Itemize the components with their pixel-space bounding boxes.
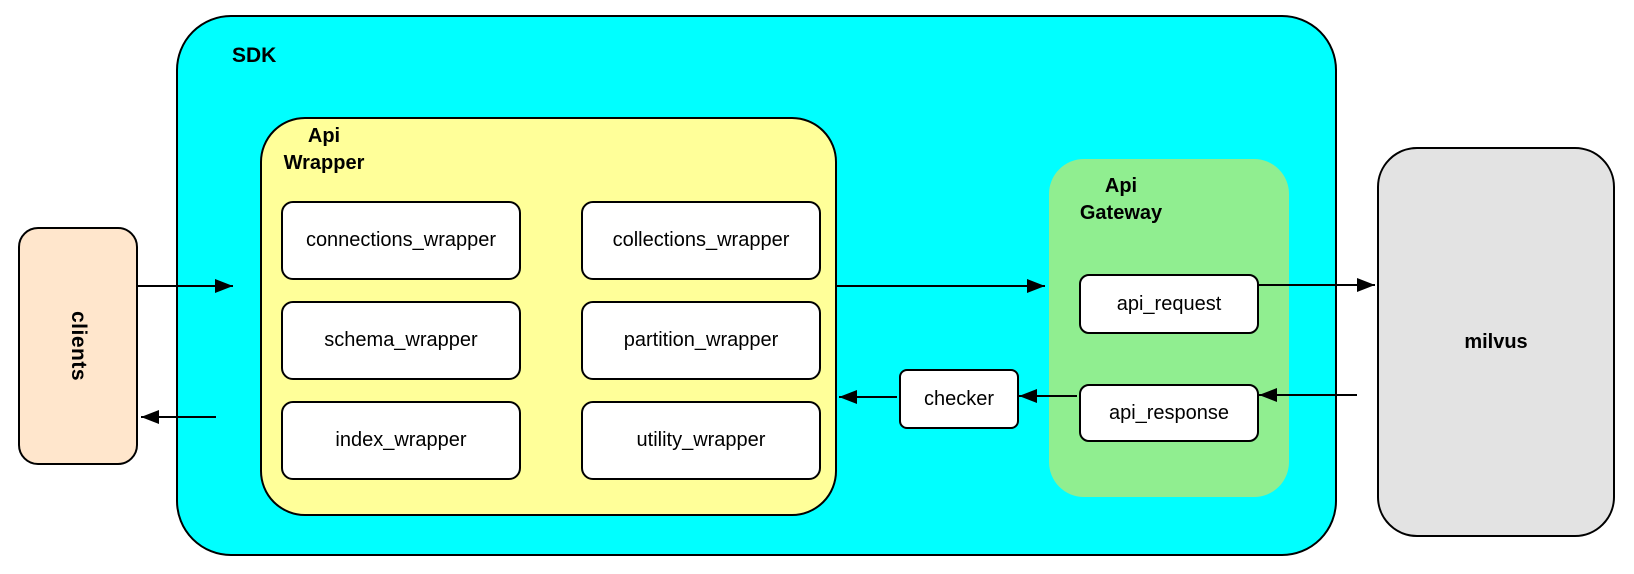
api-response-label: api_response xyxy=(1108,401,1230,424)
sdk-label: SDK xyxy=(232,44,277,67)
checker-label: checker xyxy=(923,387,995,410)
module-label: connections_wrapper xyxy=(305,229,497,251)
module-label: schema_wrapper xyxy=(324,329,478,351)
module-schema-wrapper: schema_wrapper xyxy=(281,301,521,380)
clients-label: clients xyxy=(67,310,90,382)
clients-box: clients xyxy=(18,227,138,465)
api-wrapper-label: Api Wrapper xyxy=(283,125,365,174)
checker-box: checker xyxy=(899,369,1019,429)
api-gateway-container: Api Gateway api_request api_response xyxy=(1049,159,1289,497)
module-utility-wrapper: utility_wrapper xyxy=(581,401,821,480)
api-gateway-label: Api Gateway xyxy=(1079,175,1163,224)
api-request-box: api_request xyxy=(1079,274,1259,334)
module-index-wrapper: index_wrapper xyxy=(281,401,521,480)
api-wrapper-container: Api Wrapper connections_wrapper collecti… xyxy=(260,117,837,516)
milvus-label: milvus xyxy=(1464,330,1528,353)
module-label: collections_wrapper xyxy=(612,229,790,251)
module-label: partition_wrapper xyxy=(623,329,779,351)
milvus-box: milvus xyxy=(1377,147,1615,537)
api-response-box: api_response xyxy=(1079,384,1259,442)
sdk-container: SDK Api Wrapper connections_wrapper coll… xyxy=(176,15,1337,556)
module-label: index_wrapper xyxy=(335,429,467,451)
module-partition-wrapper: partition_wrapper xyxy=(581,301,821,380)
module-collections-wrapper: collections_wrapper xyxy=(581,201,821,280)
module-connections-wrapper: connections_wrapper xyxy=(281,201,521,280)
module-label: utility_wrapper xyxy=(636,429,766,451)
api-request-label: api_request xyxy=(1116,292,1222,315)
